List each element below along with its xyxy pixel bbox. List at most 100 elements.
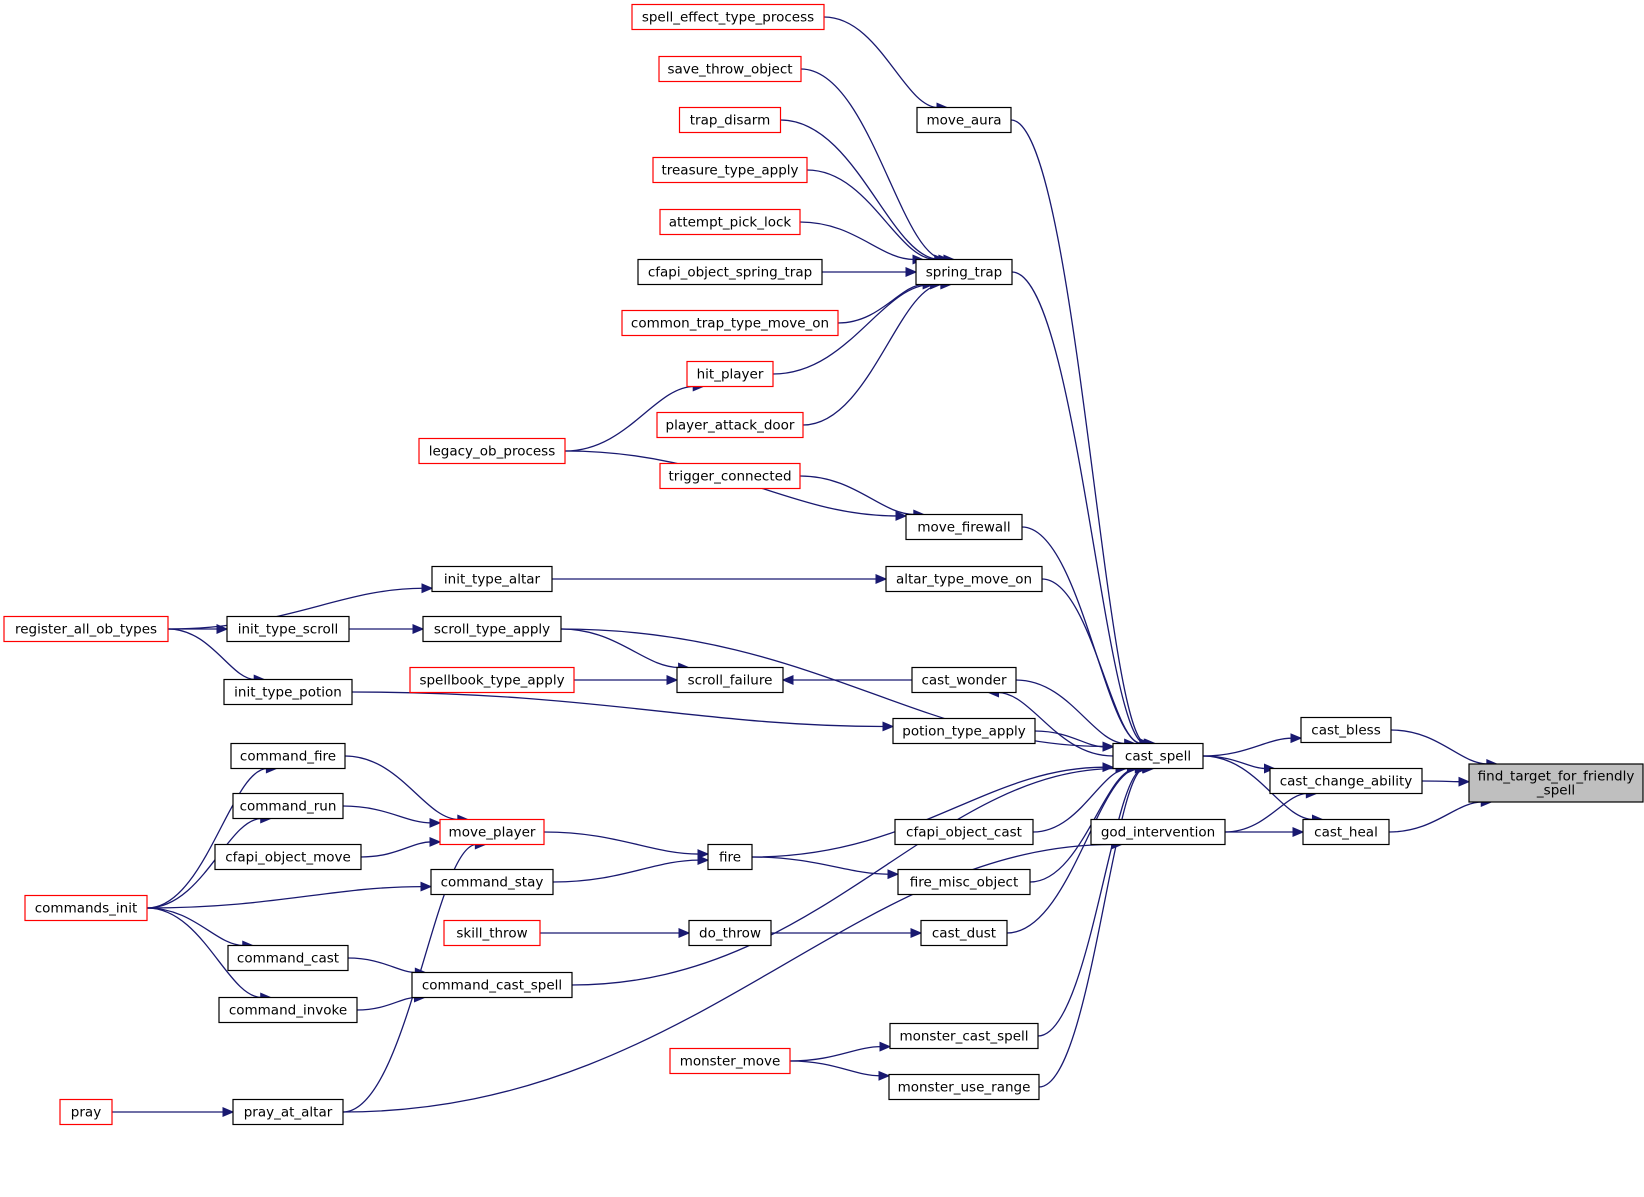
node-label: command_cast_spell: [422, 978, 562, 994]
node-label: move_player: [449, 825, 536, 841]
node-box: [1269, 767, 1423, 795]
node-cast-bless[interactable]: cast_bless: [1300, 716, 1392, 744]
node-box: [911, 666, 1017, 694]
node-find-target-for-friendly-spell[interactable]: find_target_for_friendly_spell: [1468, 763, 1644, 803]
node-command-cast-spell[interactable]: command_cast_spell: [411, 971, 573, 999]
node-label: fire_misc_object: [910, 875, 1019, 891]
node-skill-throw[interactable]: skill_throw: [443, 919, 541, 947]
node-label: scroll_failure: [688, 673, 773, 689]
edge-cfapi-object-move-to-move-player: [360, 836, 442, 858]
node-trap-disarm[interactable]: trap_disarm: [678, 106, 782, 134]
node-monster-use-range[interactable]: monster_use_range: [888, 1073, 1040, 1101]
node-box: [707, 843, 753, 871]
node-pray[interactable]: pray: [59, 1098, 113, 1126]
edge-cast-spell-to-cast-bless: [1202, 733, 1303, 757]
edge-do-throw-to-cast-dust: [771, 928, 923, 938]
node-label: monster_use_range: [898, 1080, 1031, 1096]
node-monster-move[interactable]: monster_move: [669, 1047, 791, 1075]
edge-commands-init-to-command-cast: [146, 907, 255, 951]
node-player-attack-door[interactable]: player_attack_door: [656, 411, 804, 439]
node-do-throw[interactable]: do_throw: [688, 919, 772, 947]
node-cast-heal[interactable]: cast_heal: [1302, 818, 1390, 846]
node-command-stay[interactable]: command_stay: [430, 868, 554, 896]
edge-cast-bless-to-find-target-for-friendly-spell: [1390, 729, 1499, 769]
node-box: [897, 868, 1031, 896]
node-label: _spell: [1536, 783, 1575, 799]
node-init-type-scroll[interactable]: init_type_scroll: [226, 615, 350, 643]
node-potion-type-apply[interactable]: potion_type_apply: [892, 717, 1036, 745]
node-label: move_firewall: [917, 520, 1010, 536]
node-label: cast_heal: [1314, 825, 1378, 841]
node-altar-type-move-on[interactable]: altar_type_move_on: [885, 565, 1043, 593]
node-cast-dust[interactable]: cast_dust: [920, 919, 1008, 947]
node-scroll-type-apply[interactable]: scroll_type_apply: [422, 615, 562, 643]
node-box: [418, 437, 566, 465]
edge-spell-effect-type-process-to-move-aura: [823, 16, 949, 113]
node-label: spring_trap: [926, 265, 1002, 281]
node-init-type-potion[interactable]: init_type_potion: [223, 678, 353, 706]
node-box: [920, 919, 1008, 947]
node-label: pray_at_altar: [244, 1105, 333, 1121]
node-init-type-altar[interactable]: init_type_altar: [431, 565, 553, 593]
node-box: [227, 944, 349, 972]
node-legacy-ob-process[interactable]: legacy_ob_process: [418, 437, 566, 465]
node-command-fire[interactable]: command_fire: [230, 742, 346, 770]
node-label: init_type_potion: [234, 685, 342, 701]
node-label: legacy_ob_process: [429, 444, 556, 460]
node-hit-player[interactable]: hit_player: [686, 360, 774, 388]
node-pray-at-altar[interactable]: pray_at_altar: [232, 1098, 344, 1126]
edge-monster-move-to-monster-use-range: [789, 1060, 891, 1081]
node-move-player[interactable]: move_player: [439, 818, 545, 846]
node-box: [1090, 818, 1226, 846]
node-move-aura[interactable]: move_aura: [916, 106, 1012, 134]
node-label: spellbook_type_apply: [419, 673, 564, 689]
node-box: [652, 156, 808, 184]
node-attempt-pick-lock[interactable]: attempt_pick_lock: [659, 208, 801, 236]
node-box: [905, 513, 1023, 541]
node-label: init_type_altar: [444, 572, 541, 588]
node-spellbook-type-apply[interactable]: spellbook_type_apply: [409, 666, 575, 694]
node-cfapi-object-move[interactable]: cfapi_object_move: [214, 843, 362, 871]
node-move-firewall[interactable]: move_firewall: [905, 513, 1023, 541]
node-spell-effect-type-process[interactable]: spell_effect_type_process: [631, 3, 825, 31]
edge-trap-disarm-to-spring-trap: [780, 119, 951, 265]
edge-skill-throw-to-do-throw: [540, 928, 691, 938]
node-god-intervention[interactable]: god_intervention: [1090, 818, 1226, 846]
node-cfapi-object-spring-trap[interactable]: cfapi_object_spring_trap: [637, 258, 823, 286]
edge-god-intervention-to-cast-heal: [1224, 827, 1305, 837]
node-scroll-failure[interactable]: scroll_failure: [676, 666, 784, 694]
node-common-trap-type-move-on[interactable]: common_trap_type_move_on: [621, 309, 839, 337]
node-cast-wonder[interactable]: cast_wonder: [911, 666, 1017, 694]
node-treasure-type-apply[interactable]: treasure_type_apply: [652, 156, 808, 184]
node-cast-change-ability[interactable]: cast_change_ability: [1269, 767, 1423, 795]
node-label: fire: [719, 850, 741, 866]
node-command-cast[interactable]: command_cast: [227, 944, 349, 972]
node-fire[interactable]: fire: [707, 843, 753, 871]
node-box: [894, 818, 1034, 846]
node-label: monster_cast_spell: [899, 1029, 1028, 1045]
node-label: cfapi_object_move: [225, 850, 351, 866]
node-label: skill_throw: [456, 926, 527, 942]
node-register-all-ob-types[interactable]: register_all_ob_types: [3, 615, 169, 643]
node-command-invoke[interactable]: command_invoke: [218, 996, 358, 1024]
edge-move-aura-to-cast-spell: [1010, 119, 1157, 749]
node-command-run[interactable]: command_run: [232, 792, 344, 820]
edge-monster-cast-spell-to-cast-spell: [1037, 763, 1154, 1037]
node-label: command_invoke: [229, 1003, 347, 1019]
node-save-throw-object[interactable]: save_throw_object: [658, 55, 802, 83]
node-monster-cast-spell[interactable]: monster_cast_spell: [889, 1022, 1039, 1050]
edge-cast-dust-to-cast-spell: [1006, 763, 1149, 934]
node-cfapi-object-cast[interactable]: cfapi_object_cast: [894, 818, 1034, 846]
node-box: [214, 843, 362, 871]
edge-potion-type-apply-to-cast-spell: [1034, 730, 1115, 752]
node-trigger-connected[interactable]: trigger_connected: [659, 462, 801, 490]
edge-cfapi-object-spring-trap-to-spring-trap: [822, 267, 918, 277]
node-box: [888, 1073, 1040, 1101]
node-commands-init[interactable]: commands_init: [24, 894, 148, 922]
node-spring-trap[interactable]: spring_trap: [915, 258, 1013, 286]
node-fire-misc-object[interactable]: fire_misc_object: [897, 868, 1031, 896]
node-label: cfapi_object_spring_trap: [648, 265, 812, 281]
node-label: monster_move: [680, 1054, 781, 1070]
node-cast-spell[interactable]: cast_spell: [1112, 742, 1204, 770]
edge-monster-move-to-monster-cast-spell: [789, 1041, 892, 1062]
